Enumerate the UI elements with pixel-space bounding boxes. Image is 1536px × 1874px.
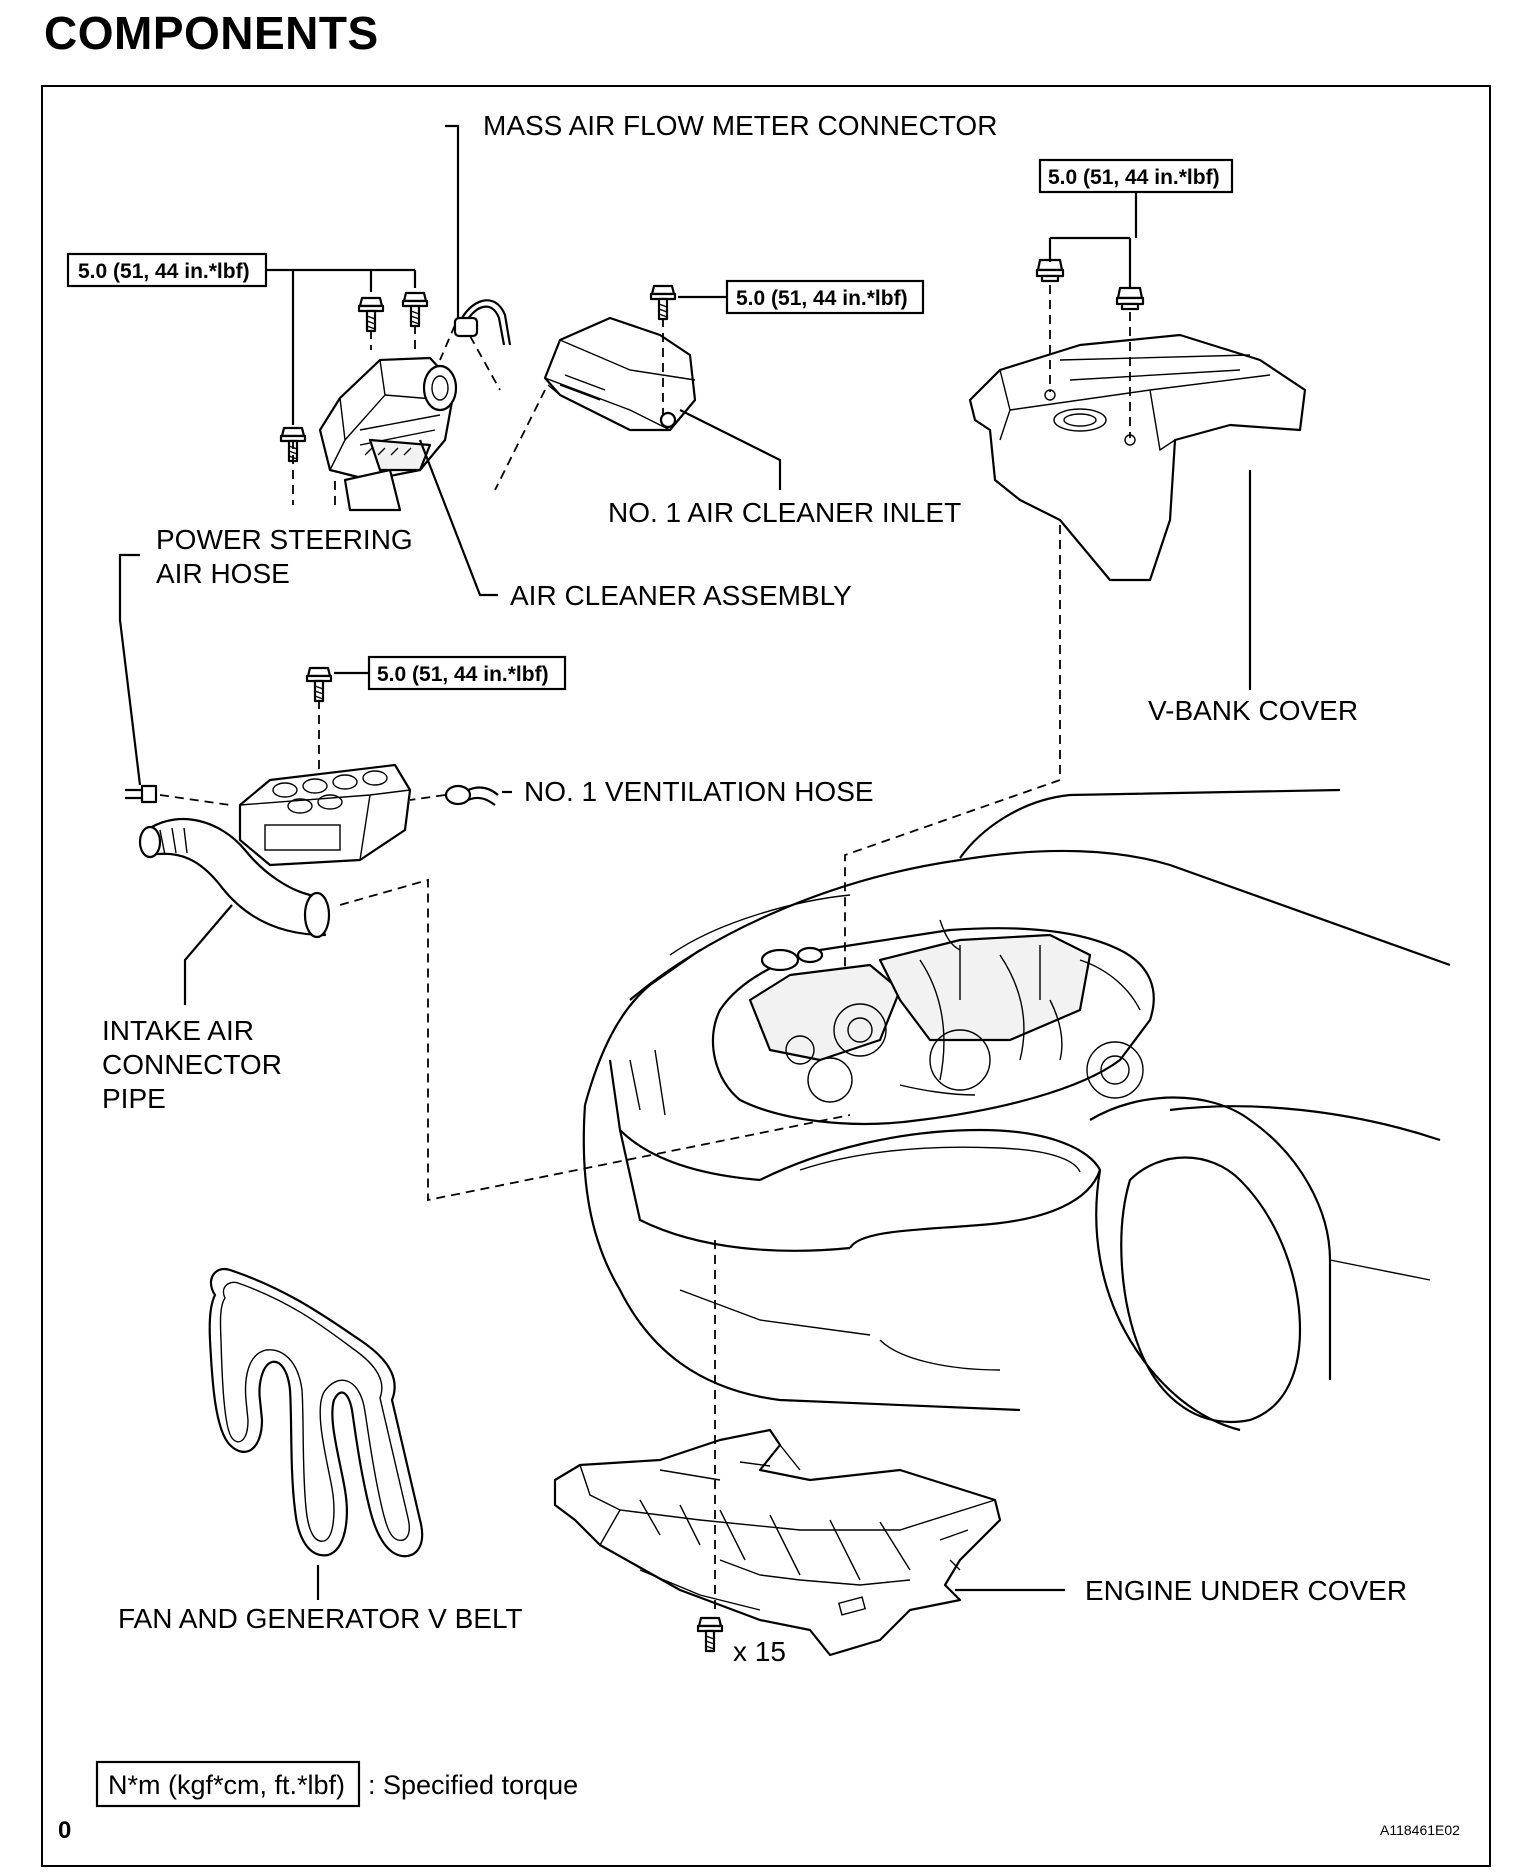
label-mass-air-flow-meter-connector: MASS AIR FLOW METER CONNECTOR [483, 110, 997, 141]
label-engine-under-cover: ENGINE UNDER COVER [1085, 1575, 1407, 1606]
label-v-bank-cover: V-BANK COVER [1148, 695, 1358, 726]
label-bolt-count: x 15 [733, 1636, 786, 1667]
air-cleaner-assembly-drawing [318, 356, 458, 512]
diagram-frame [41, 85, 1491, 1867]
torque-box-air-cleaner: 5.0 (51, 44 in.*lbf) [66, 252, 417, 425]
page-title: COMPONENTS [44, 7, 379, 59]
engine-under-cover-drawing [553, 1428, 1002, 1657]
inlet-bolt [649, 284, 677, 321]
power-steering-air-hose-drawing [125, 784, 231, 806]
legend-description: : Specified torque [368, 1770, 578, 1800]
label-fan-generator-v-belt: FAN AND GENERATOR V BELT [118, 1603, 523, 1634]
label-intake-pipe-2: CONNECTOR [102, 1049, 282, 1080]
torque-spec-inlet: 5.0 (51, 44 in.*lbf) [736, 287, 908, 310]
label-power-steering-air-hose-2: AIR HOSE [156, 558, 290, 589]
no1-ventilation-hose-drawing [409, 784, 499, 806]
v-bank-cover-drawing [968, 333, 1307, 582]
torque-box-v-bank: 5.0 (51, 44 in.*lbf) [1038, 158, 1234, 287]
fan-generator-v-belt-drawing [208, 1267, 424, 1600]
legend: N*m (kgf*cm, ft.*lbf) : Specified torque [95, 1760, 578, 1808]
torque-spec-air-cleaner: 5.0 (51, 44 in.*lbf) [78, 260, 250, 283]
legend-symbol-text: N*m (kgf*cm, ft.*lbf) [108, 1770, 345, 1800]
vehicle-drawing [582, 788, 1451, 1432]
label-intake-pipe-3: PIPE [102, 1083, 166, 1114]
torque-spec-intake: 5.0 (51, 44 in.*lbf) [377, 663, 549, 686]
mass-air-flow-meter-connector-drawing [439, 124, 512, 391]
under-cover-bolt [696, 1616, 724, 1653]
v-bank-nut-2 [1115, 286, 1145, 311]
v-bank-nut-1 [1035, 258, 1065, 283]
no1-air-cleaner-inlet-drawing [543, 316, 697, 432]
label-no1-air-cleaner-inlet: NO. 1 AIR CLEANER INLET [608, 497, 961, 528]
label-air-cleaner-assembly: AIR CLEANER ASSEMBLY [510, 580, 852, 611]
torque-box-intake: 5.0 (51, 44 in.*lbf) [334, 655, 567, 691]
intake-box-bolt [305, 666, 333, 703]
label-intake-pipe-1: INTAKE AIR [102, 1015, 254, 1046]
label-power-steering-air-hose-1: POWER STEERING [156, 524, 413, 555]
figure-id: A118461E02 [1380, 1822, 1460, 1838]
page-marker: 0 [58, 1817, 71, 1844]
label-no1-ventilation-hose: NO. 1 VENTILATION HOSE [524, 776, 874, 807]
torque-box-inlet: 5.0 (51, 44 in.*lbf) [678, 279, 925, 315]
torque-spec-v-bank: 5.0 (51, 44 in.*lbf) [1048, 166, 1220, 189]
intake-air-connector-pipe-drawing [138, 817, 331, 939]
intake-box-drawing [238, 763, 412, 867]
